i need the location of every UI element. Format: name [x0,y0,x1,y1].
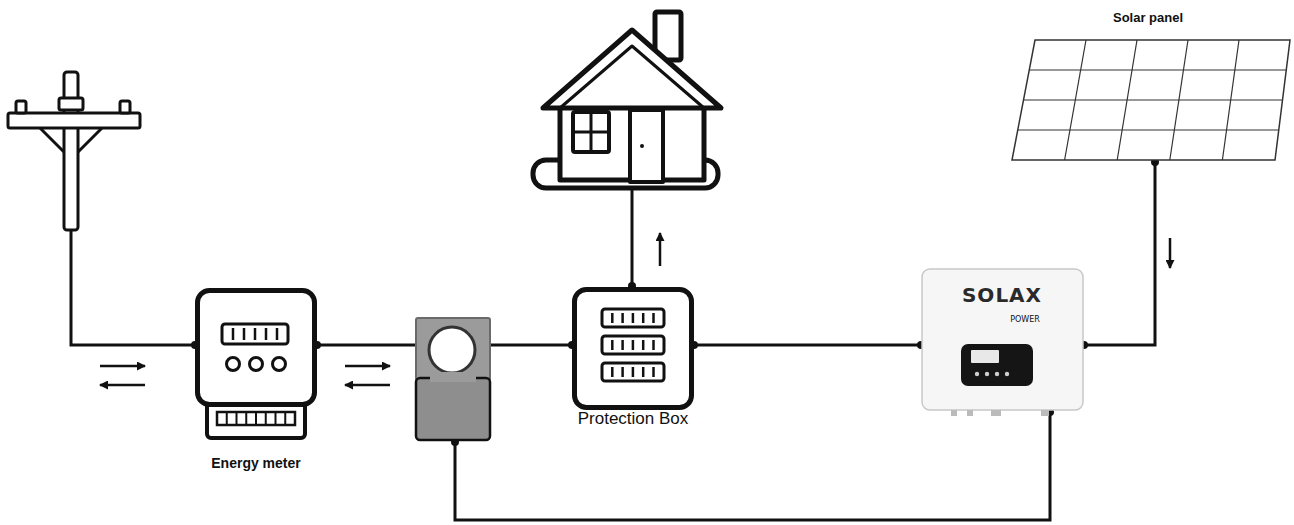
node-label: Solar panel [1113,11,1183,26]
label-holder: POWER [1010,308,1040,326]
meter-shape [195,288,317,440]
wire-connector [694,344,921,347]
label-holder: Solar panel [1113,8,1183,26]
breaker-shape [572,287,694,410]
node-label: Protection Box [578,409,689,429]
node-label: Energy meter [211,455,300,471]
current-transformer [416,318,490,440]
protection-box: Protection Box [572,287,694,410]
inverter: SOLAX POWER [921,268,1084,411]
panel-shape [1010,38,1292,162]
house [533,12,721,188]
label-holder: Protection Box [578,409,689,429]
label-holder: SOLAX [962,284,1042,307]
utility-pole [8,72,140,230]
brand-subtitle: POWER [1010,315,1040,324]
wire-connector [1084,162,1155,345]
label-holder: Energy meter [211,454,300,472]
energy-meter: Energy meter [195,288,317,440]
brand-logo: SOLAX [962,284,1042,307]
wire [71,190,1050,520]
solar-panel: Solar panel [1010,38,1292,162]
